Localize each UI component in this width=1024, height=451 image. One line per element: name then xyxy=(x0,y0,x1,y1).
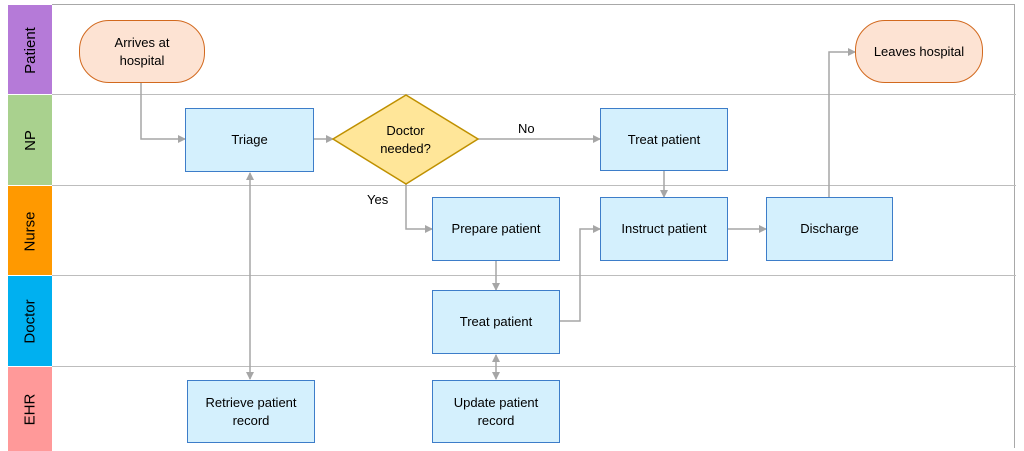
edge-decision-prepare xyxy=(405,184,433,233)
edge-arrives-triage xyxy=(140,83,186,143)
node-np-treat-patient[interactable]: Treat patient xyxy=(600,108,728,171)
node-retrieve-label: Retrieve patient record xyxy=(205,394,297,428)
lane-ehr: EHR xyxy=(8,366,52,451)
node-prepare-label: Prepare patient xyxy=(451,221,541,236)
edge-label-no: No xyxy=(518,121,535,136)
node-doctor-treat-label: Treat patient xyxy=(459,314,533,329)
node-triage-label: Triage xyxy=(231,132,268,147)
lane-divider xyxy=(52,185,1016,186)
node-update-patient-record[interactable]: Update patient record xyxy=(432,380,560,443)
lane-divider xyxy=(52,275,1016,276)
node-leaves-label: Leaves hospital xyxy=(873,43,965,59)
lane-np: NP xyxy=(8,94,52,186)
node-prepare-patient[interactable]: Prepare patient xyxy=(432,197,560,261)
node-instruct-label: Instruct patient xyxy=(621,221,707,236)
lane-doctor: Doctor xyxy=(8,275,52,367)
node-triage[interactable]: Triage xyxy=(185,108,314,172)
decision-diamond xyxy=(331,94,480,185)
lane-frame xyxy=(52,4,1015,448)
node-discharge-label: Discharge xyxy=(800,221,859,236)
edge-label-yes: Yes xyxy=(367,192,389,207)
node-np-treat-label: Treat patient xyxy=(627,131,701,147)
node-arrives-label: Arrives at hospital xyxy=(114,34,170,68)
node-leaves-hospital[interactable]: Leaves hospital xyxy=(855,20,983,83)
node-doctor-needed[interactable]: Doctor needed? xyxy=(333,95,478,184)
lane-nurse: Nurse xyxy=(8,185,52,276)
edge-discharge-leaves xyxy=(828,48,856,197)
edge-doctortreat-instruct xyxy=(560,225,601,322)
node-retrieve-patient-record[interactable]: Retrieve patient record xyxy=(187,380,315,443)
lane-patient: Patient xyxy=(8,4,52,95)
lane-divider xyxy=(52,94,1016,95)
node-discharge[interactable]: Discharge xyxy=(766,197,893,261)
node-doctor-treat-patient[interactable]: Treat patient xyxy=(432,290,560,354)
node-decision-label: Doctor needed? xyxy=(380,122,431,156)
node-arrives-at-hospital[interactable]: Arrives at hospital xyxy=(79,20,205,83)
node-instruct-patient[interactable]: Instruct patient xyxy=(600,197,728,261)
lane-divider xyxy=(52,366,1016,367)
node-update-label: Update patient record xyxy=(453,394,539,428)
